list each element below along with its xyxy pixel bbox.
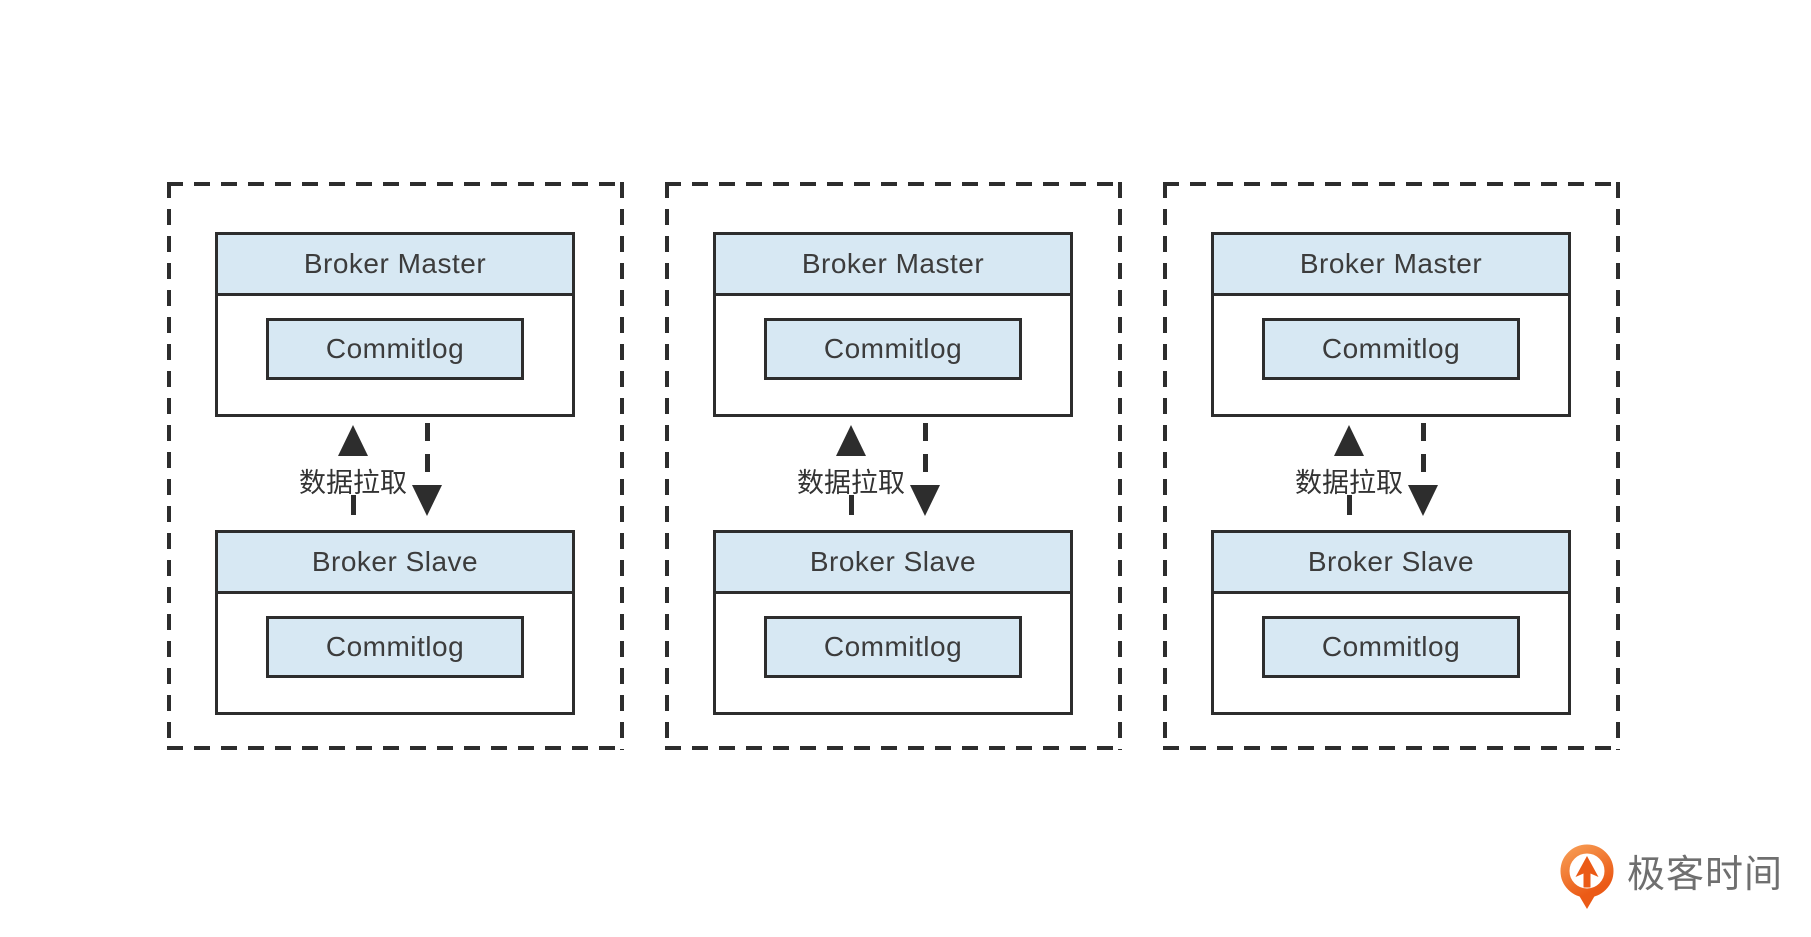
arrow-down-shaft	[1421, 423, 1426, 485]
arrow-up-icon	[836, 425, 866, 456]
broker-slave-node: Broker Slave Commitlog	[1211, 530, 1571, 715]
geektime-logo: 极客时间	[1560, 844, 1783, 912]
arrow-up-icon	[1334, 425, 1364, 456]
broker-slave-title: Broker Slave	[218, 533, 572, 594]
broker-group-3: Broker Master Commitlog 数据拉取 Broker Slav…	[1163, 182, 1620, 750]
replication-flow: 数据拉取	[167, 417, 624, 530]
arrow-up-shaft	[1347, 495, 1352, 515]
broker-master-title: Broker Master	[218, 235, 572, 296]
broker-group-1: Broker Master Commitlog 数据拉取 Broker Slav…	[167, 182, 624, 750]
geektime-logo-text: 极客时间	[1627, 854, 1784, 896]
data-pull-label: 数据拉取	[1295, 468, 1403, 498]
arrow-down-icon	[1408, 485, 1438, 516]
commitlog-box: Commitlog	[266, 616, 524, 678]
arrow-down-icon	[412, 485, 442, 516]
replication-flow: 数据拉取	[1163, 417, 1620, 530]
broker-master-node: Broker Master Commitlog	[215, 232, 575, 417]
broker-group-2: Broker Master Commitlog 数据拉取 Broker Slav…	[665, 182, 1122, 750]
broker-master-title: Broker Master	[716, 235, 1070, 296]
commitlog-box: Commitlog	[266, 318, 524, 380]
broker-master-node: Broker Master Commitlog	[1211, 232, 1571, 417]
geektime-logo-icon	[1560, 844, 1614, 909]
arrow-up-shaft	[849, 495, 854, 515]
broker-slave-body: Commitlog	[218, 594, 572, 712]
commitlog-box: Commitlog	[1262, 318, 1520, 380]
commitlog-box: Commitlog	[764, 616, 1022, 678]
data-pull-label: 数据拉取	[299, 468, 407, 498]
arrow-down-shaft	[425, 423, 430, 485]
broker-slave-body: Commitlog	[1214, 594, 1568, 712]
broker-slave-node: Broker Slave Commitlog	[215, 530, 575, 715]
arrow-down-icon	[910, 485, 940, 516]
broker-slave-title: Broker Slave	[1214, 533, 1568, 594]
arrow-down-shaft	[923, 423, 928, 485]
broker-master-node: Broker Master Commitlog	[713, 232, 1073, 417]
arrow-up-shaft	[351, 495, 356, 515]
commitlog-box: Commitlog	[764, 318, 1022, 380]
broker-master-title: Broker Master	[1214, 235, 1568, 296]
broker-master-body: Commitlog	[1214, 296, 1568, 414]
data-pull-label: 数据拉取	[797, 468, 905, 498]
broker-master-body: Commitlog	[716, 296, 1070, 414]
arrow-up-icon	[338, 425, 368, 456]
commitlog-box: Commitlog	[1262, 616, 1520, 678]
broker-slave-body: Commitlog	[716, 594, 1070, 712]
broker-slave-title: Broker Slave	[716, 533, 1070, 594]
replication-flow: 数据拉取	[665, 417, 1122, 530]
broker-master-body: Commitlog	[218, 296, 572, 414]
broker-slave-node: Broker Slave Commitlog	[713, 530, 1073, 715]
